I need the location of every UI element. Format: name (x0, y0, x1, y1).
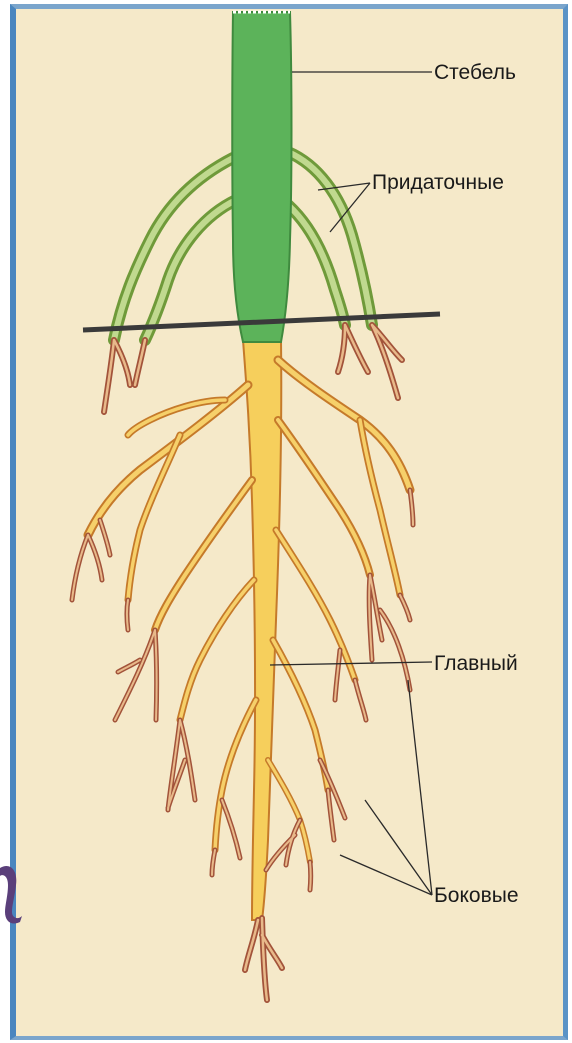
main-root (243, 340, 282, 1000)
edge-glyph-fragment (0, 866, 22, 924)
label-stem: Стебель (434, 61, 516, 84)
label-main-root: Главный (434, 652, 518, 675)
stem (232, 12, 291, 342)
label-lateral-roots: Боковые (434, 884, 519, 907)
label-adventitious-roots: Придаточные (372, 171, 504, 194)
